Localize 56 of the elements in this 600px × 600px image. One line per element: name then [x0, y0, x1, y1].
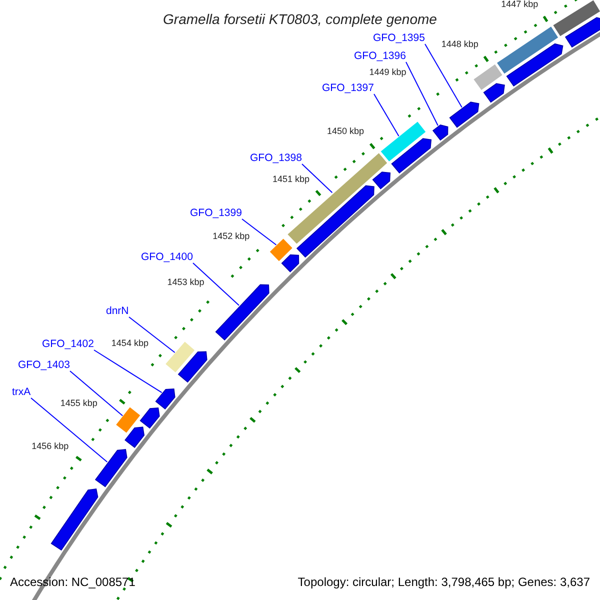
gene-segment — [564, 17, 600, 48]
gene-segment — [155, 388, 176, 410]
feature-block — [553, 0, 600, 36]
title: Gramella forsetii KT0803, complete genome — [162, 11, 438, 27]
gene-label: GFO_1397 — [322, 83, 374, 94]
feature-block — [270, 238, 292, 262]
leader-line — [30, 398, 108, 462]
gene-segment — [449, 102, 480, 128]
position-label: 1449 kbp — [369, 68, 406, 78]
feature-block — [497, 26, 558, 74]
position-label: 1447 kbp — [501, 0, 538, 9]
genome-summary-text: Topology: circular; Length: 3,798,465 bp; Genes: 3,637 — [298, 576, 590, 588]
leader-line — [374, 94, 400, 137]
position-label: 1455 kbp — [60, 399, 98, 408]
position-label: 1450 kbp — [326, 127, 364, 136]
leader-line — [242, 218, 277, 246]
gene-segment — [50, 488, 98, 551]
gene-label: GFO_1398 — [250, 153, 302, 164]
leader-line — [94, 350, 162, 394]
position-label: 1453 kbp — [167, 278, 204, 288]
gene-label: dnrN — [106, 306, 129, 316]
gene-segment — [140, 407, 160, 429]
gene-segment — [506, 43, 564, 87]
gene-label: GFO_1399 — [190, 208, 242, 218]
leader-line — [424, 44, 462, 108]
position-label: 1456 kbp — [32, 442, 69, 451]
position-label: 1448 kbp — [441, 40, 478, 49]
gene-label: GFO_1400 — [141, 252, 193, 262]
gene-label: GFO_1395 — [373, 33, 425, 44]
accession-text: Accession: NC_008571 — [10, 576, 136, 588]
position-label: 1452 kbp — [212, 232, 250, 241]
gene-label: GFO_1403 — [18, 360, 70, 370]
gene-segment — [281, 254, 300, 272]
gene-segment — [391, 138, 432, 174]
leader-line — [70, 370, 124, 416]
gene-label: GFO_1396 — [354, 51, 406, 62]
gene-segment — [483, 83, 505, 103]
leader-line — [192, 262, 240, 306]
leader-line — [302, 164, 333, 194]
feature-block — [116, 407, 140, 433]
gene-segment — [296, 185, 374, 258]
position-label: 1451 kbp — [272, 174, 310, 184]
gene-segment — [215, 284, 270, 341]
gene-label: trxA — [12, 387, 31, 398]
feature-block — [474, 64, 502, 90]
gene-segment — [372, 172, 391, 190]
gene-segment — [94, 448, 128, 488]
leader-line — [406, 62, 438, 126]
gene-segment — [432, 124, 448, 141]
gene-label: GFO_1402 — [42, 339, 94, 350]
feature-block — [380, 122, 426, 162]
gene-segment — [178, 351, 208, 383]
leader-line — [128, 316, 176, 353]
gene-segment — [124, 426, 145, 448]
feature-block — [166, 342, 195, 372]
position-label: 1454 kbp — [111, 339, 148, 348]
